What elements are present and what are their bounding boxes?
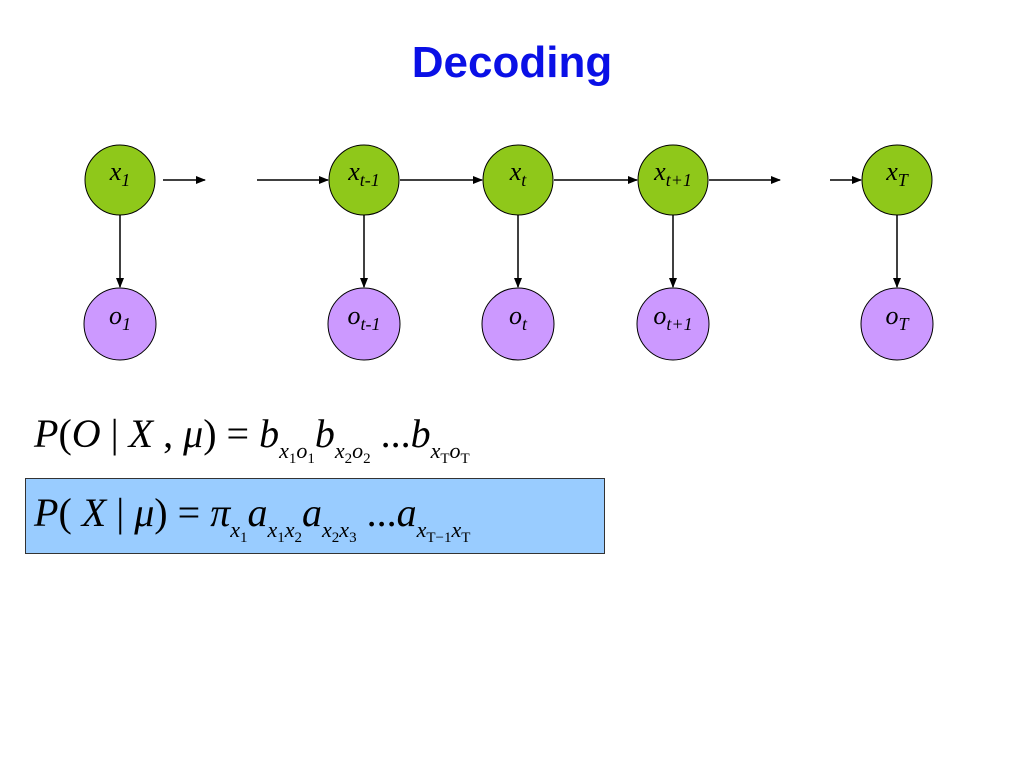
hidden-state-node: xT (861, 144, 933, 216)
hidden-state-node-circle (84, 144, 156, 216)
slide-title: Decoding (411, 38, 613, 87)
observation-node-label: ot (509, 301, 528, 334)
observation-node: ot-1 (327, 287, 401, 361)
observation-node-label: ot-1 (348, 301, 381, 334)
hidden-state-node-circle (328, 144, 400, 216)
hidden-state-node-circle (482, 144, 554, 216)
observation-node-circle (636, 287, 710, 361)
hidden-state-node-label: xt+1 (653, 157, 692, 190)
hidden-state-node-label: xt-1 (347, 157, 380, 190)
observation-node: o1 (83, 287, 157, 361)
observation-node-circle (860, 287, 934, 361)
hidden-state-node-label: xT (885, 157, 910, 190)
hidden-state-node-circle (637, 144, 709, 216)
hidden-state-node-circle (861, 144, 933, 216)
transition-formula-box (25, 478, 605, 554)
hmm-diagram: x1 xt-1 xt xt+1 xT o1 ot-1 ot ot+1 oT (83, 144, 934, 361)
observation-node: ot+1 (636, 287, 710, 361)
observation-node-circle (481, 287, 555, 361)
observation-node-label: oT (885, 301, 910, 334)
hidden-state-node: xt-1 (328, 144, 400, 216)
observation-node-label: o1 (109, 301, 131, 334)
transition-probability-formula: P( X | μ) = πx1ax1x2ax2x3 ...axT−1xT (34, 490, 471, 546)
observation-node: oT (860, 287, 934, 361)
observation-node-circle (327, 287, 401, 361)
hidden-state-node-label: x1 (109, 157, 131, 190)
observation-likelihood-formula: P(O | X , μ) = bx1o1bx2o2 ...bxToT (34, 411, 470, 467)
hidden-state-node: x1 (84, 144, 156, 216)
observation-node-label: ot+1 (653, 301, 692, 334)
observation-node: ot (481, 287, 555, 361)
hidden-state-node: xt (482, 144, 554, 216)
hidden-state-node: xt+1 (637, 144, 709, 216)
hidden-state-node-label: xt (509, 157, 528, 190)
observation-node-circle (83, 287, 157, 361)
